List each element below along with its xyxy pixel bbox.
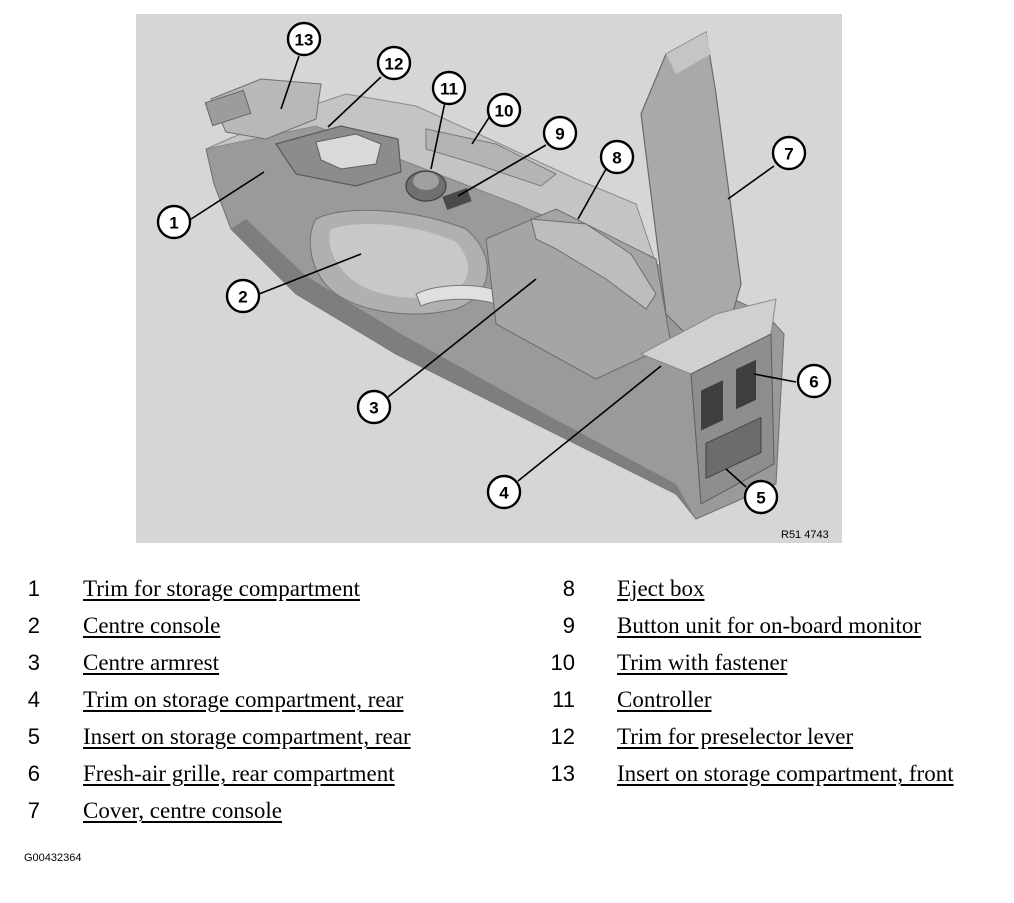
legend-label: Insert on storage compartment, front: [617, 761, 954, 786]
legend-item: 11 Controller: [535, 685, 1005, 715]
trim-with-fastener: [425, 128, 557, 187]
legend-number: 6: [27, 761, 40, 786]
legend-item: 2 Centre console: [0, 611, 500, 641]
svg-text:6: 6: [809, 373, 818, 392]
svg-text:8: 8: [612, 149, 621, 168]
fresh-air-grille-right: [736, 359, 756, 410]
legend-number: 12: [550, 724, 575, 749]
legend-item: 5 Insert on storage compartment, rear: [0, 722, 500, 752]
svg-text:10: 10: [495, 102, 514, 121]
legend-number: 2: [27, 613, 40, 638]
rear-storage-trim: [639, 298, 777, 375]
legend-item: 10 Trim with fastener: [535, 648, 1005, 678]
legend: 1 Trim for storage compartment 2 Centre …: [0, 570, 1014, 830]
legend-number: 10: [550, 650, 575, 675]
legend-label: Insert on storage compartment, rear: [83, 724, 411, 749]
console-diagram: 1 2 3 4 5 6 7 8 9 10 11 12: [136, 14, 842, 543]
preselector-opening: [315, 133, 382, 170]
callout-11: 11: [431, 70, 467, 106]
svg-text:7: 7: [784, 145, 793, 164]
callout-6: 6: [796, 363, 832, 399]
callout-5: 5: [743, 479, 779, 515]
rear-insert-controls: [705, 416, 762, 479]
legend-item: 12 Trim for preselector lever: [535, 722, 1005, 752]
legend-number: 9: [562, 613, 575, 638]
callout-4: 4: [486, 474, 522, 510]
legend-label: Fresh-air grille, rear compartment: [83, 761, 395, 786]
figure-code: G00432364: [24, 852, 82, 864]
legend-label: Centre armrest: [83, 650, 220, 675]
legend-item: 6 Fresh-air grille, rear compartment: [0, 759, 500, 789]
legend-label: Trim for storage compartment: [83, 576, 361, 601]
callout-12: 12: [376, 45, 412, 81]
legend-number: 4: [27, 687, 40, 712]
legend-number: 11: [552, 687, 575, 712]
legend-label: Trim with fastener: [617, 650, 788, 675]
cover-top-edge: [666, 32, 711, 74]
callout-1: 1: [156, 204, 192, 240]
legend-label: Trim for preselector lever: [617, 724, 854, 749]
svg-text:9: 9: [555, 125, 564, 144]
legend-label: Trim on storage compartment, rear: [83, 687, 404, 712]
svg-text:1: 1: [169, 214, 178, 233]
legend-label: Controller: [617, 687, 712, 712]
legend-label: Eject box: [617, 576, 705, 601]
svg-text:11: 11: [440, 80, 458, 99]
callout-3: 3: [356, 389, 392, 425]
controller-knob-top: [413, 172, 439, 190]
hollow-highlight: [329, 223, 468, 298]
legend-item: 4 Trim on storage compartment, rear: [0, 685, 500, 715]
svg-text:4: 4: [499, 484, 509, 503]
leader-lines: [187, 55, 797, 488]
fresh-air-grille-left: [701, 380, 723, 431]
front-insert-clip: [204, 89, 252, 127]
legend-number: 1: [27, 576, 40, 601]
legend-label: Centre console: [83, 613, 221, 638]
callout-8: 8: [599, 139, 635, 175]
svg-text:2: 2: [238, 288, 247, 307]
svg-text:5: 5: [756, 489, 765, 508]
legend-item: 1 Trim for storage compartment: [0, 574, 500, 604]
legend-label: Button unit for on-board monitor: [617, 613, 922, 638]
legend-number: 8: [562, 576, 575, 601]
legend-number: 3: [27, 650, 40, 675]
svg-text:13: 13: [295, 31, 314, 50]
legend-item: 9 Button unit for on-board monitor: [535, 611, 1005, 641]
console-side-shade: [231, 219, 696, 519]
legend-label: Cover, centre console: [83, 798, 282, 823]
legend-number: 7: [27, 798, 40, 823]
legend-number: 13: [550, 761, 575, 786]
button-unit: [442, 187, 472, 211]
legend-item: 7 Cover, centre console: [0, 796, 500, 826]
callout-7: 7: [771, 135, 807, 171]
callout-9: 9: [542, 115, 578, 151]
legend-number: 5: [27, 724, 40, 749]
svg-text:12: 12: [385, 55, 404, 74]
callout-13: 13: [286, 21, 322, 57]
diagram-ref-code: R51 4743: [781, 529, 829, 541]
callout-2: 2: [225, 278, 261, 314]
eject-box: [530, 218, 657, 310]
callout-10: 10: [486, 92, 522, 128]
legend-item: 8 Eject box: [535, 574, 1005, 604]
svg-text:3: 3: [369, 399, 378, 418]
legend-item: 3 Centre armrest: [0, 648, 500, 678]
legend-item: 13 Insert on storage compartment, front: [535, 759, 1005, 789]
